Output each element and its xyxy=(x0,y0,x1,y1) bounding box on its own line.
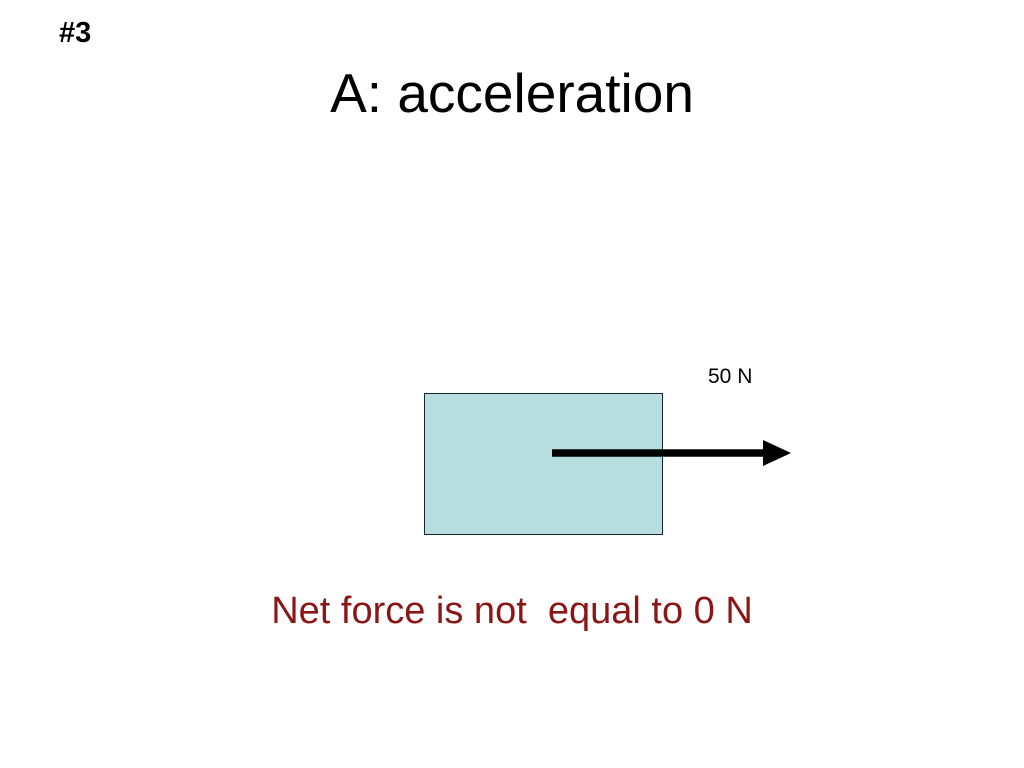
page-title: A: acceleration xyxy=(330,62,694,124)
net-force-caption: Net force is not equal to 0 N xyxy=(271,590,753,632)
force-arrow-icon xyxy=(552,440,791,466)
mass-box-shape xyxy=(424,393,663,535)
slide-number-badge: #3 xyxy=(59,17,92,49)
force-magnitude-label: 50 N xyxy=(708,365,753,388)
